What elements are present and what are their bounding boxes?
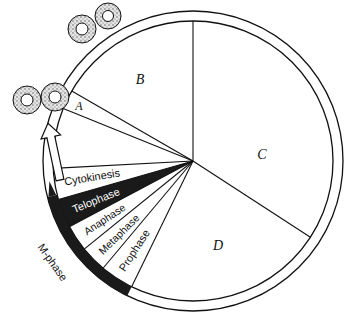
phase-letter: A — [75, 100, 82, 112]
phase-name: M-phase — [35, 241, 69, 282]
sector-line — [53, 161, 193, 168]
phase-letter: B — [136, 73, 145, 87]
sector-line — [192, 21, 193, 161]
phase-letter: D — [213, 239, 223, 253]
band-arrowhead — [48, 181, 56, 197]
phase-letter: C — [257, 148, 266, 162]
sector-line — [63, 109, 193, 161]
sector-line — [72, 91, 193, 161]
telophase-wedge — [58, 161, 193, 227]
sector-line — [193, 161, 310, 237]
